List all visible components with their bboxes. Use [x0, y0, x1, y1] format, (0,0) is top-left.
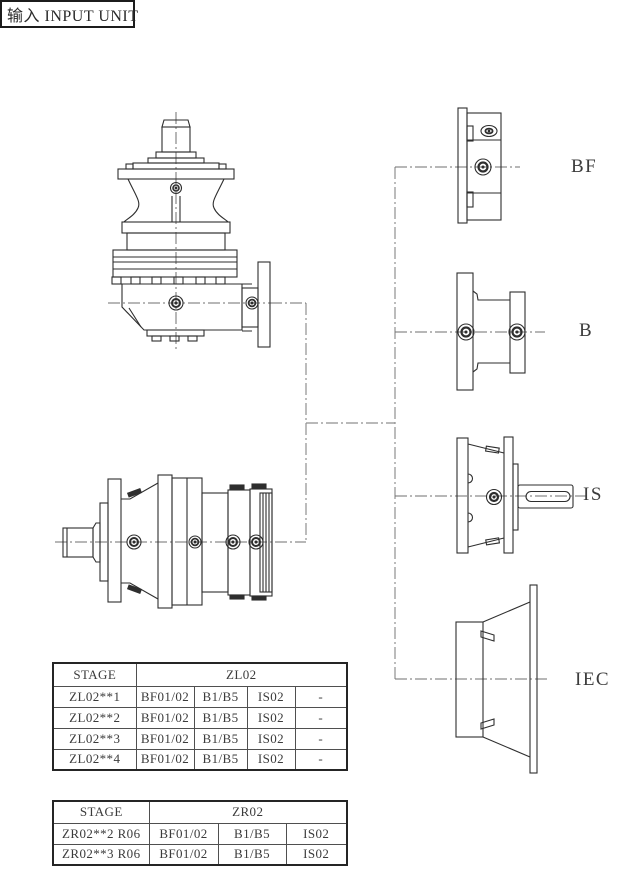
inline-gearbox-drawing [62, 474, 273, 609]
cell-option: IS02 [246, 727, 296, 750]
is-shaft-drawing [456, 436, 574, 554]
option-label-iec: IEC [575, 669, 611, 690]
cell-option: IS02 [246, 748, 296, 771]
cell-stage: ZL02**3 [52, 727, 137, 750]
cell-option: IS02 [285, 843, 348, 866]
page-title-box: 输入 INPUT UNIT [0, 0, 138, 28]
b-flange-drawing [456, 272, 526, 391]
cell-option: - [294, 727, 348, 750]
cell-stage: ZL02**4 [52, 748, 137, 771]
option-label-b: B [579, 320, 594, 341]
cell-option: IS02 [246, 706, 296, 729]
cell-option: BF01/02 [148, 822, 219, 845]
stage-header: STAGE [52, 662, 137, 687]
cell-option: BF01/02 [135, 685, 195, 708]
table-header-row: STAGE ZL02 [52, 662, 348, 687]
cell-option: B1/B5 [193, 727, 248, 750]
centerlines [55, 112, 588, 680]
cell-option: BF01/02 [135, 727, 195, 750]
cell-option: B1/B5 [193, 685, 248, 708]
right-angle-gearbox-drawing [111, 119, 271, 348]
page-title: 输入 INPUT UNIT [7, 8, 139, 25]
cell-option: B1/B5 [217, 822, 287, 845]
cell-option: BF01/02 [135, 748, 195, 771]
table-row: ZL02**4 BF01/02 B1/B5 IS02 - [52, 748, 348, 771]
connector-lines [305, 167, 396, 679]
zr02-compatibility-table: STAGE ZR02 ZR02**2 R06 BF01/02 B1/B5 IS0… [52, 800, 348, 866]
cell-option: - [294, 685, 348, 708]
cell-stage: ZR02**3 R06 [52, 843, 150, 866]
table-row: ZR02**3 R06 BF01/02 B1/B5 IS02 [52, 843, 348, 866]
table-row: ZL02**2 BF01/02 B1/B5 IS02 - [52, 706, 348, 729]
cell-option: BF01/02 [135, 706, 195, 729]
option-label-bf: BF [571, 156, 598, 177]
bf-flange-drawing [457, 107, 502, 224]
cell-option: B1/B5 [193, 748, 248, 771]
cell-stage: ZL02**1 [52, 685, 137, 708]
cell-option: - [294, 706, 348, 729]
table-row: ZR02**2 R06 BF01/02 B1/B5 IS02 [52, 822, 348, 845]
cell-stage: ZR02**2 R06 [52, 822, 150, 845]
stage-header: STAGE [52, 800, 150, 824]
cell-option: BF01/02 [148, 843, 219, 866]
cell-option: B1/B5 [193, 706, 248, 729]
cell-option: B1/B5 [217, 843, 287, 866]
option-label-is: IS [583, 484, 603, 505]
cell-option: - [294, 748, 348, 771]
group-header: ZR02 [148, 800, 348, 824]
cell-option: IS02 [246, 685, 296, 708]
zl02-compatibility-table: STAGE ZL02 ZL02**1 BF01/02 B1/B5 IS02 - … [52, 662, 349, 771]
cell-stage: ZL02**2 [52, 706, 137, 729]
iec-bellhousing-drawing [455, 584, 538, 774]
table-row: ZL02**1 BF01/02 B1/B5 IS02 - [52, 685, 348, 708]
cell-option: IS02 [285, 822, 348, 845]
table-header-row: STAGE ZR02 [52, 800, 348, 824]
table-row: ZL02**3 BF01/02 B1/B5 IS02 - [52, 727, 348, 750]
group-header: ZL02 [135, 662, 348, 687]
